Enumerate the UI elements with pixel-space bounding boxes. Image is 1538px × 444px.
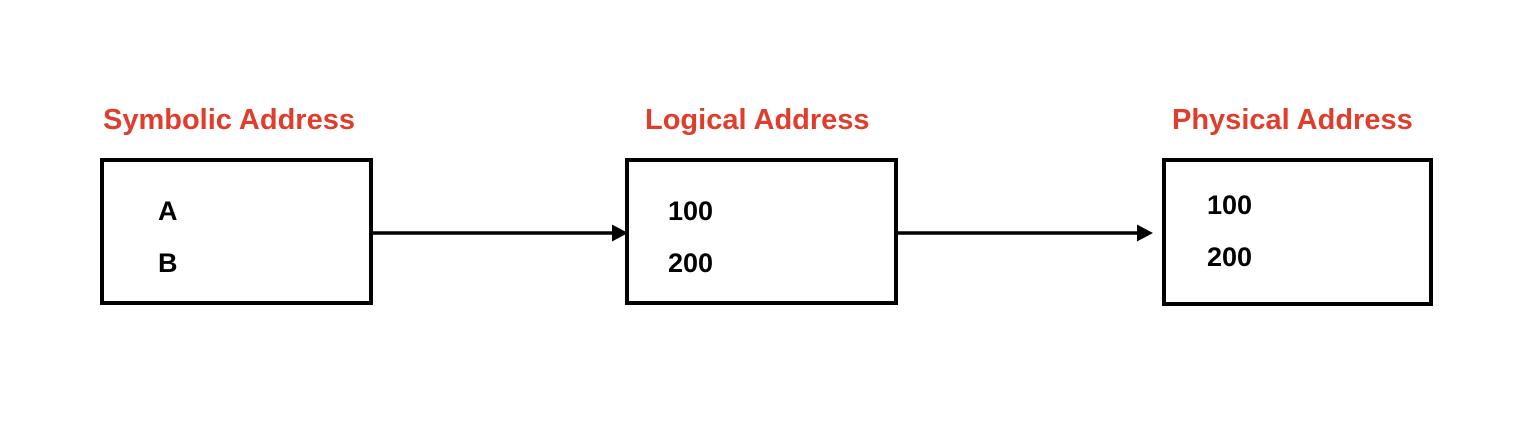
logical-address-box: 100 200 bbox=[625, 158, 898, 305]
physical-address-item-100: 100 bbox=[1207, 190, 1253, 220]
symbolic-address-item-b: B bbox=[158, 248, 178, 278]
logical-address-item-100: 100 bbox=[668, 196, 714, 226]
symbolic-address-box: A B bbox=[100, 158, 373, 305]
physical-address-heading: Physical Address bbox=[1172, 104, 1413, 136]
arrow-symbolic-to-logical-icon bbox=[373, 224, 628, 242]
symbolic-address-item-a: A bbox=[158, 196, 178, 226]
logical-address-item-200: 200 bbox=[668, 248, 714, 278]
symbolic-address-heading: Symbolic Address bbox=[103, 104, 355, 136]
arrow-logical-to-physical-icon bbox=[898, 224, 1153, 242]
physical-address-box: 100 200 bbox=[1162, 158, 1433, 306]
logical-address-heading: Logical Address bbox=[645, 104, 870, 136]
physical-address-item-200: 200 bbox=[1207, 242, 1253, 272]
